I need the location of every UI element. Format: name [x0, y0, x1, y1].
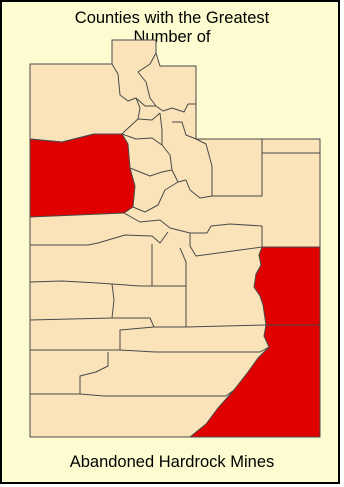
san-juan-county [189, 324, 321, 438]
map-title-line-1: Counties with the Greatest [74, 9, 270, 27]
map-subtitle: Abandoned Hardrock Mines [69, 453, 275, 471]
tooele-county [29, 133, 136, 218]
county-boundaries [29, 52, 320, 397]
grand-county [253, 246, 321, 326]
